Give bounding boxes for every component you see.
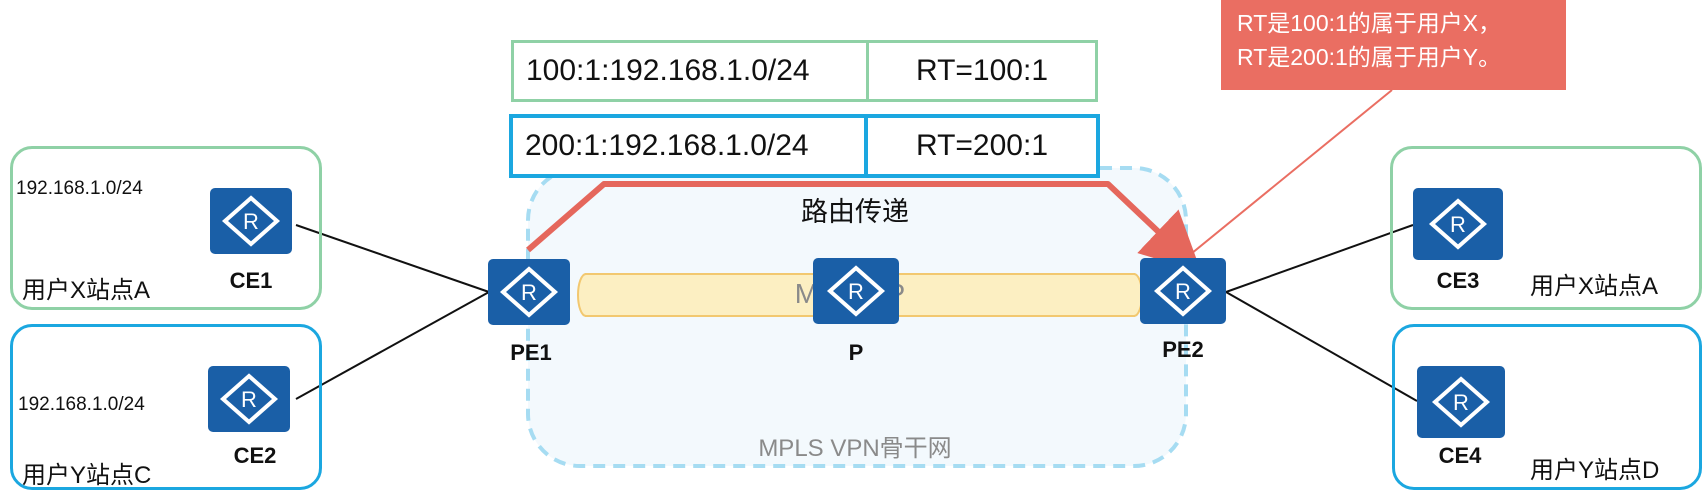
router-label-ce1: CE1 — [229, 268, 273, 293]
route-target-1: RT=100:1 — [915, 54, 1049, 87]
router-ce1[interactable]: R — [210, 188, 292, 254]
route-entry-row-2: 200:1:192.168.1.0/24 RT=200:1 — [509, 114, 1100, 178]
router-label-p: P — [848, 340, 864, 365]
route-entry-row-1: 100:1:192.168.1.0/24 RT=100:1 — [511, 40, 1098, 102]
mpls-backbone-label: MPLS VPN骨干网 — [758, 435, 952, 462]
router-ce3[interactable]: R — [1413, 188, 1503, 260]
note-pointer-line — [1185, 89, 1393, 259]
router-icon: R — [1428, 198, 1488, 250]
link-ce2-pe1 — [295, 291, 490, 400]
site-box-user-x-a-right — [1390, 146, 1702, 310]
site-box-user-y-c-left — [10, 324, 322, 490]
router-label-ce3: CE3 — [1436, 268, 1480, 293]
router-icon: R — [499, 266, 559, 318]
site-label-left-bottom: 用户Y站点C — [22, 462, 152, 489]
router-pe1[interactable]: R — [488, 259, 570, 325]
svg-text:R: R — [1453, 390, 1469, 415]
link-pe2-ce3 — [1225, 224, 1414, 293]
site-box-user-x-a-left — [10, 146, 322, 310]
route-target-2: RT=200:1 — [915, 129, 1049, 162]
svg-text:R: R — [521, 280, 537, 305]
router-icon: R — [221, 195, 281, 247]
rt-note-line-1: RT是100:1的属于用户X， — [1237, 10, 1502, 36]
router-icon: R — [826, 265, 886, 317]
route-propagation-arrow — [526, 181, 1202, 273]
route-prefix-1: 100:1:192.168.1.0/24 — [514, 43, 869, 99]
router-icon: R — [1431, 376, 1491, 428]
svg-text:R: R — [848, 279, 864, 304]
site-label-right-bottom: 用户Y站点D — [1530, 457, 1660, 484]
router-label-ce2: CE2 — [233, 443, 277, 468]
router-ce2[interactable]: R — [208, 366, 290, 432]
link-pe2-ce4 — [1225, 291, 1418, 402]
rt-note-callout: RT是100:1的属于用户X， RT是200:1的属于用户Y。 — [1221, 0, 1566, 90]
router-icon: R — [1153, 265, 1213, 317]
subnet-label-left-top: 192.168.1.0/24 — [16, 178, 143, 199]
router-ce4[interactable]: R — [1417, 366, 1505, 438]
subnet-label-left-bottom: 192.168.1.0/24 — [18, 394, 145, 415]
link-ce1-pe1 — [295, 224, 490, 293]
svg-text:R: R — [243, 209, 259, 234]
site-box-user-y-d-right — [1392, 324, 1702, 490]
site-label-right-top: 用户X站点A — [1530, 273, 1659, 300]
svg-text:R: R — [1175, 279, 1191, 304]
router-pe2[interactable]: R — [1140, 258, 1226, 324]
router-icon: R — [219, 373, 279, 425]
site-label-left-top: 用户X站点A — [22, 277, 151, 304]
rt-note-line-2: RT是200:1的属于用户Y。 — [1237, 44, 1502, 70]
router-p[interactable]: R — [813, 258, 899, 324]
route-prefix-2: 200:1:192.168.1.0/24 — [513, 118, 868, 174]
route-propagation-label: 路由传递 — [801, 197, 909, 227]
svg-text:R: R — [241, 387, 257, 412]
svg-text:R: R — [1450, 212, 1466, 237]
router-label-pe1: PE1 — [510, 340, 552, 365]
router-label-pe2: PE2 — [1162, 337, 1204, 362]
router-label-ce4: CE4 — [1438, 443, 1482, 468]
